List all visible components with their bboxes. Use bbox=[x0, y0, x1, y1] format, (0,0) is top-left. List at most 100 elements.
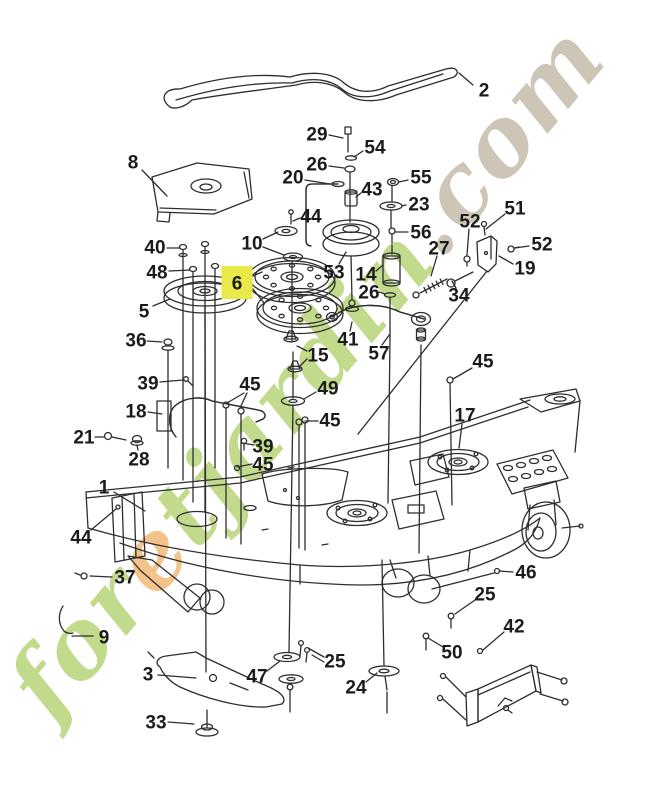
leader-line-25 bbox=[311, 654, 325, 663]
leader-line-17 bbox=[458, 423, 463, 449]
leader-line-55 bbox=[398, 179, 409, 183]
leader-line-33 bbox=[167, 721, 195, 725]
callout-25: 25 bbox=[474, 585, 496, 606]
callout-48: 48 bbox=[146, 263, 167, 284]
callout-3: 3 bbox=[143, 665, 154, 686]
callout-24: 24 bbox=[345, 678, 367, 699]
blade-shaft-spacers bbox=[280, 330, 306, 406]
callout-44: 44 bbox=[300, 207, 322, 228]
callout-39: 39 bbox=[137, 374, 158, 395]
leader-line-25 bbox=[454, 599, 476, 615]
callout-55: 55 bbox=[410, 168, 432, 189]
leader-line-49 bbox=[303, 391, 317, 400]
spindle-hardware-column-right bbox=[379, 177, 403, 504]
deck-hanger-bracket bbox=[111, 491, 225, 615]
callout-40: 40 bbox=[144, 238, 165, 259]
leader-line-6 bbox=[252, 288, 265, 304]
callout-45: 45 bbox=[319, 411, 341, 432]
callout-19: 19 bbox=[514, 259, 535, 280]
caster-wheel bbox=[521, 480, 584, 559]
leader-line-14 bbox=[375, 264, 384, 272]
leader-line-2 bbox=[458, 72, 474, 86]
callout-26: 26 bbox=[358, 283, 379, 304]
callout-42: 42 bbox=[503, 617, 524, 638]
callout-45: 45 bbox=[472, 352, 494, 373]
leader-line-47 bbox=[266, 660, 281, 672]
engine-pulley bbox=[163, 275, 247, 673]
leader-line-6 bbox=[252, 271, 263, 277]
callout-14: 14 bbox=[355, 265, 377, 286]
blade bbox=[147, 651, 285, 708]
leader-line-36 bbox=[146, 340, 163, 343]
spindle-pulley-stack bbox=[248, 256, 344, 653]
discharge-chute-bracket bbox=[436, 647, 569, 727]
drive-belt bbox=[163, 67, 458, 109]
pulley-cover bbox=[151, 162, 253, 223]
leader-line-45 bbox=[452, 367, 473, 380]
leader-line-48 bbox=[168, 269, 191, 272]
callout-54: 54 bbox=[364, 138, 386, 159]
leader-line-28 bbox=[136, 444, 139, 451]
leader-line-34 bbox=[451, 280, 457, 289]
leader-line-24 bbox=[365, 672, 378, 683]
leader-line-18 bbox=[147, 411, 163, 415]
callout-43: 43 bbox=[361, 180, 382, 201]
leader-line-52 bbox=[514, 245, 530, 249]
callout-28: 28 bbox=[128, 450, 149, 471]
leader-line-51 bbox=[485, 213, 506, 230]
tension-spring-assembly bbox=[357, 220, 520, 435]
callout-8: 8 bbox=[128, 153, 139, 174]
callout-23: 23 bbox=[408, 195, 429, 216]
leader-line-10 bbox=[262, 246, 285, 256]
leader-line-53 bbox=[338, 251, 347, 265]
leader-line-52 bbox=[466, 228, 470, 256]
leader-line-46 bbox=[498, 570, 514, 573]
leader-line-15 bbox=[296, 345, 308, 352]
callout-41: 41 bbox=[337, 330, 359, 351]
leader-line-39 bbox=[159, 379, 184, 383]
callout-34: 34 bbox=[448, 286, 470, 307]
leader-line-44 bbox=[292, 217, 301, 222]
callout-25: 25 bbox=[324, 652, 346, 673]
leader-line-45 bbox=[239, 392, 248, 409]
idler-arm bbox=[325, 299, 432, 554]
leader-line-15 bbox=[299, 358, 308, 367]
callout-6: 6 bbox=[232, 274, 243, 295]
leader-line-29 bbox=[328, 134, 344, 139]
leader-line-19 bbox=[498, 255, 514, 265]
callout-15: 15 bbox=[307, 346, 329, 367]
leader-line-26 bbox=[328, 165, 345, 169]
callout-26: 26 bbox=[306, 155, 327, 176]
callout-51: 51 bbox=[504, 199, 526, 220]
callout-18: 18 bbox=[125, 402, 146, 423]
leader-line-26 bbox=[378, 291, 386, 295]
callout-10: 10 bbox=[241, 234, 262, 255]
callout-45: 45 bbox=[239, 375, 261, 396]
leader-line-27 bbox=[430, 255, 438, 277]
leader-line-37 bbox=[89, 575, 113, 578]
callout-47: 47 bbox=[246, 667, 267, 688]
callout-9: 9 bbox=[99, 628, 110, 649]
callout-5: 5 bbox=[139, 302, 150, 323]
leader-line-45 bbox=[226, 392, 245, 404]
blade-guard-bracket bbox=[103, 376, 266, 451]
callout-33: 33 bbox=[145, 713, 166, 734]
callout-50: 50 bbox=[441, 643, 462, 664]
leader-line-5 bbox=[152, 298, 171, 307]
leader-line-50 bbox=[427, 637, 444, 648]
callout-37: 37 bbox=[114, 568, 135, 589]
callout-1: 1 bbox=[99, 478, 110, 499]
leader-line-10 bbox=[262, 231, 279, 240]
leader-line-3 bbox=[157, 674, 197, 679]
callout-46: 46 bbox=[515, 563, 536, 584]
leader-line-45 bbox=[236, 463, 253, 468]
callout-49: 49 bbox=[317, 379, 338, 400]
callout-53: 53 bbox=[323, 263, 344, 284]
callout-52: 52 bbox=[531, 235, 552, 256]
leader-line-8 bbox=[141, 169, 168, 197]
deck-spindle-17 bbox=[427, 448, 489, 476]
callout-21: 21 bbox=[73, 428, 95, 449]
